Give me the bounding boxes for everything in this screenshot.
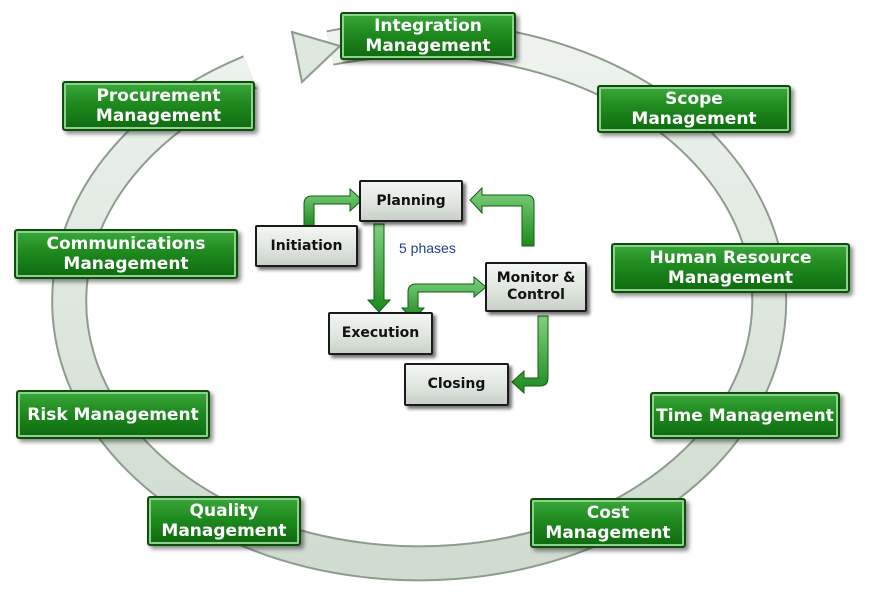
risk-management-box: Risk Management: [16, 390, 210, 439]
time-management-box: Time Management: [650, 392, 840, 439]
planning-box: Planning: [359, 180, 463, 222]
communications-management-box: Communications Management: [14, 229, 238, 279]
procurement-management-box: Procurement Management: [62, 81, 255, 131]
cost-management-box: Cost Management: [530, 498, 686, 548]
phase-flow-arrows: [303, 186, 549, 395]
quality-management-box: Quality Management: [147, 496, 301, 546]
human-resource-management-box: Human Resource Management: [611, 243, 850, 293]
monitor-control-box: Monitor & Control: [485, 262, 587, 312]
phases-label: 5 phases: [399, 240, 456, 256]
initiation-box: Initiation: [255, 225, 358, 267]
integration-management-box: Integration Management: [340, 12, 516, 60]
execution-box: Execution: [328, 312, 433, 355]
closing-box: Closing: [404, 363, 509, 406]
scope-management-box: Scope Management: [597, 85, 791, 133]
